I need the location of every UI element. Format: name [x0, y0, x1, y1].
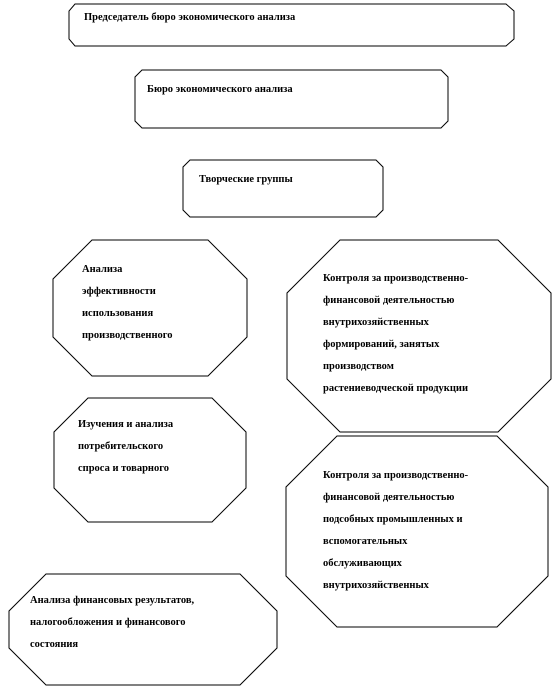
- chairman-box: [68, 3, 515, 47]
- groups-box: [182, 159, 384, 218]
- bureau-line: Бюро экономического анализа: [147, 84, 293, 95]
- finance-label: Анализа финансовых результатов, налогооб…: [30, 590, 194, 656]
- finance-octagon: [8, 573, 278, 686]
- control-aux-line: обслуживающих: [323, 558, 402, 569]
- control-aux-line: подсобных промышленных и: [323, 514, 463, 525]
- demand-line: Изучения и анализа: [78, 419, 174, 430]
- control-aux-line: Контроля за производственно-: [323, 470, 469, 481]
- efficiency-label: Анализа эффективности использования прои…: [82, 259, 173, 347]
- control-aux-line: внутрихозяйственных: [323, 580, 429, 591]
- control-crop-line: внутрихозяйственных: [323, 317, 429, 328]
- finance-line: налогообложения и финансового: [30, 617, 186, 628]
- control-aux-label: Контроля за производственно- финансовой …: [323, 465, 468, 597]
- bureau-label: Бюро экономического анализа: [147, 79, 293, 101]
- control-aux-line: вспомогательных: [323, 536, 408, 547]
- efficiency-line: использования: [82, 308, 154, 319]
- control-aux-line: финансовой деятельностью: [323, 492, 455, 503]
- efficiency-line: производственного: [82, 330, 173, 341]
- finance-line: Анализа финансовых результатов,: [30, 595, 195, 606]
- control-crop-line: Контроля за производственно-: [323, 273, 469, 284]
- chairman-label: Председатель бюро экономического анализа: [84, 7, 295, 29]
- efficiency-octagon: [52, 239, 248, 377]
- control-crop-line: производством: [323, 361, 394, 372]
- control-crop-line: финансовой деятельностью: [323, 295, 455, 306]
- control-aux-octagon: [285, 435, 549, 628]
- demand-line: потребительского: [78, 441, 164, 452]
- groups-label: Творческие группы: [199, 169, 293, 191]
- control-crop-line: растениеводческой продукции: [323, 383, 468, 394]
- demand-octagon: [53, 397, 247, 523]
- groups-line: Творческие группы: [199, 174, 293, 185]
- efficiency-line: Анализа: [82, 264, 123, 275]
- chairman-line: Председатель бюро экономического анализа: [84, 12, 296, 23]
- control-crop-octagon: [286, 239, 552, 433]
- control-crop-line: формирований, занятых: [323, 339, 440, 350]
- control-crop-label: Контроля за производственно- финансовой …: [323, 268, 468, 400]
- demand-label: Изучения и анализа потребительского спро…: [78, 414, 173, 480]
- efficiency-line: эффективности: [82, 286, 156, 297]
- bureau-box: [134, 69, 449, 129]
- finance-line: состояния: [30, 639, 79, 650]
- demand-line: спроса и товарного: [78, 463, 169, 474]
